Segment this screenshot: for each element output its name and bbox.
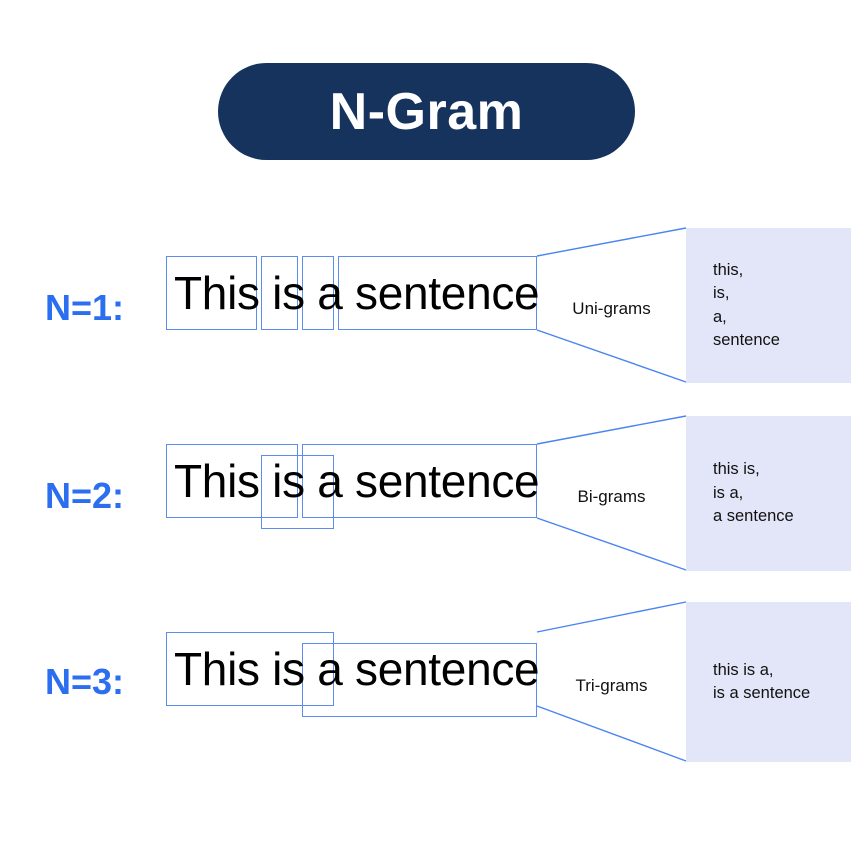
box-sentence (338, 256, 537, 330)
ngram-row-unigram: N=1: Uni-grams This is a sentence this, … (0, 227, 851, 383)
box-this-is-a (166, 632, 334, 706)
output-line: this, (713, 260, 744, 279)
sentence-strip-bigram: This is a sentence (166, 444, 540, 529)
funnel-bigram (536, 415, 687, 571)
box-is-a (261, 455, 334, 529)
output-line: this is a, (713, 660, 774, 679)
output-line: a sentence (713, 507, 794, 526)
output-panel-trigram: this is a, is a sentence (686, 602, 851, 762)
row-label-n2: N=2: (45, 475, 125, 516)
output-line: a, (713, 307, 727, 326)
box-this-is (166, 444, 298, 518)
output-panel-bigram: this is, is a, a sentence (686, 416, 851, 571)
ngram-row-trigram: N=3: Tri-grams This is a sentence this i… (0, 601, 851, 762)
page-title: N-Gram (329, 82, 524, 141)
sentence-strip-unigram: This is a sentence (166, 256, 540, 330)
output-line: this is, (713, 460, 760, 479)
box-is-a-sentence (302, 643, 537, 717)
box-is (261, 256, 298, 330)
funnel-trigram (536, 601, 687, 762)
gram-label-bigram: Bi-grams (577, 487, 646, 506)
box-this (166, 256, 257, 330)
row-label-n3: N=3: (45, 661, 125, 702)
output-line: is, (713, 284, 730, 303)
ngram-row-bigram: N=2: Bi-grams This is a sentence this is… (0, 415, 851, 571)
output-line: is a sentence (713, 684, 811, 702)
sentence-strip-trigram: This is a sentence (166, 632, 540, 717)
box-a (302, 256, 334, 330)
row-label-n1: N=1: (45, 287, 125, 328)
gram-label-trigram: Tri-grams (575, 676, 648, 695)
page-title-pill: N-Gram (218, 63, 635, 160)
output-line: is a, (713, 483, 744, 502)
gram-label-unigram: Uni-grams (572, 299, 651, 318)
output-panel-unigram: this, is, a, sentence (686, 228, 851, 383)
funnel-unigram (536, 227, 687, 383)
box-a-sentence (302, 444, 537, 518)
output-line: sentence (713, 330, 780, 349)
